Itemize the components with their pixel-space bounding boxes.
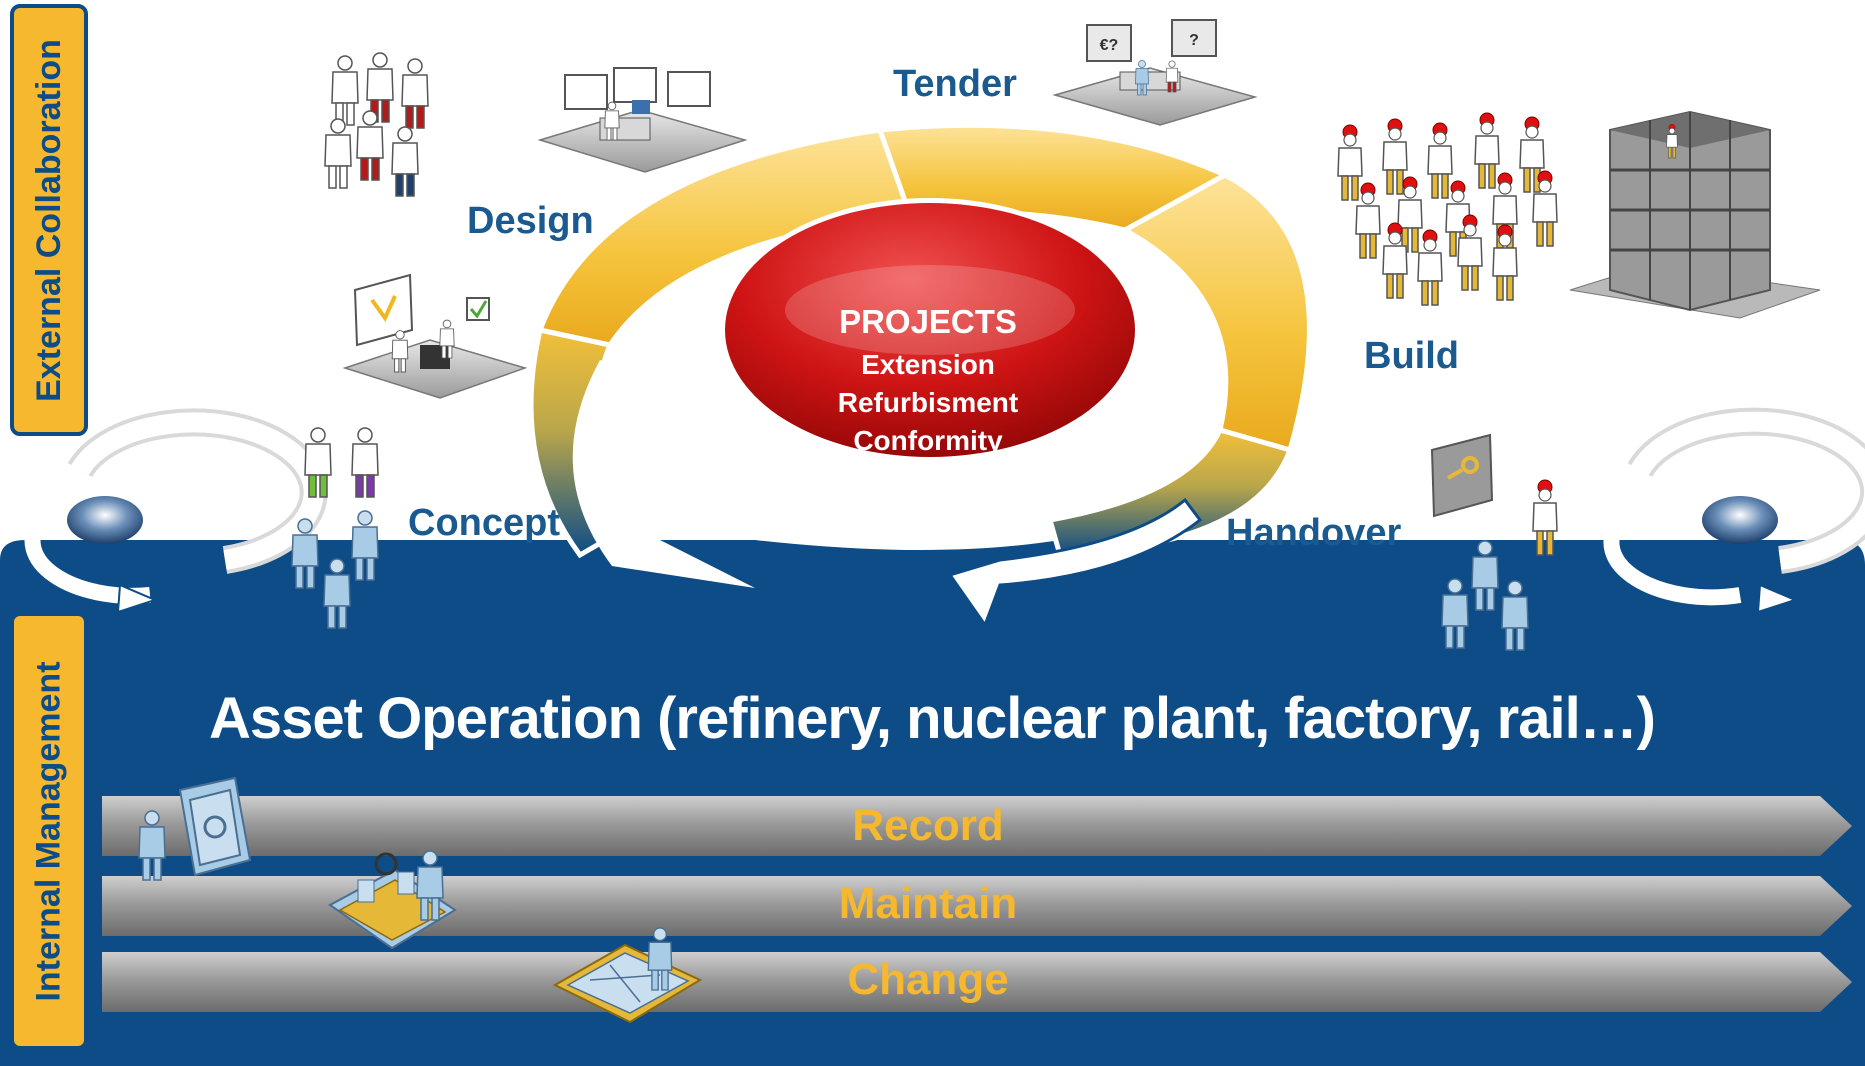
handover-key-icon [1430, 433, 1558, 556]
activity-arrow-change: Change [102, 952, 1852, 1012]
right-cycle-wheel-icon [1603, 407, 1865, 614]
left-cycle-wheel-icon [24, 408, 328, 614]
phase-label-design: Design [467, 200, 594, 242]
ring-arrowhead [947, 497, 1203, 629]
concept-whiteboard-icon [342, 273, 528, 399]
phase-label-handover: Handover [1226, 512, 1401, 554]
tender-workstation-icon: €? ? [1052, 19, 1258, 126]
record-safe-worker-icon [138, 776, 252, 881]
project-lifecycle-ring [528, 122, 1312, 629]
external-collaboration-label: External Collaboration [10, 4, 88, 436]
activity-label-change: Change [847, 955, 1008, 1004]
building-under-construction-icon [1569, 110, 1821, 319]
projects-core: PROJECTS Extension Refurbisment Conformi… [720, 198, 1140, 494]
internal-management-label: Internal Management [10, 612, 88, 1050]
change-blueprint-worker-icon [552, 927, 703, 1024]
asset-operation-title: Asset Operation (refinery, nuclear plant… [209, 686, 1655, 751]
phase-label-build: Build [1364, 335, 1459, 377]
ring-segment-build [1119, 172, 1312, 454]
projects-item-refactoring: Refactoring… [836, 463, 1020, 494]
projects-item-conformity: Conformity [853, 425, 1003, 456]
build-crew-hardhat-icon [1337, 112, 1558, 306]
activity-arrow-record: Record [102, 796, 1852, 856]
projects-item-refurbisment: Refurbisment [838, 387, 1018, 418]
external-collaboration-text: External Collaboration [29, 38, 68, 402]
activity-label-maintain: Maintain [839, 879, 1017, 928]
ring-return-arrow [572, 360, 755, 588]
activity-label-record: Record [852, 801, 1004, 850]
activity-arrow-maintain: Maintain [102, 876, 1852, 936]
maintain-conveyor-worker-icon [328, 850, 457, 950]
projects-item-extension: Extension [861, 349, 995, 380]
tender-monitor-1-text: €? [1100, 37, 1119, 54]
phase-label-tender: Tender [893, 63, 1017, 105]
internal-management-text: Internal Management [29, 660, 68, 1002]
design-team-people-icon [324, 52, 429, 197]
phase-label-concept: Concept [408, 502, 560, 544]
tender-monitor-2-text: ? [1189, 32, 1199, 49]
projects-title: PROJECTS [839, 303, 1017, 340]
design-workstation-icon [537, 67, 748, 173]
